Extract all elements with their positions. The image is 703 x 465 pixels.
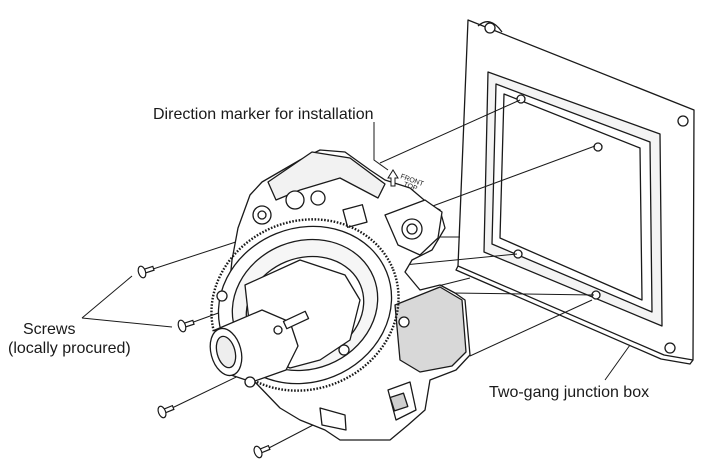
screw-line-4 bbox=[264, 423, 316, 451]
junction-box-opening bbox=[499, 93, 643, 301]
leader-screws-b bbox=[81, 317, 173, 328]
camera-lens-screw bbox=[273, 325, 283, 335]
camera-right-ear-hole-inner bbox=[406, 223, 418, 235]
screw-2 bbox=[177, 319, 195, 333]
screw-3 bbox=[157, 404, 175, 419]
leader-screws-a bbox=[81, 275, 133, 319]
screw-line-1 bbox=[149, 237, 249, 271]
camera-top-block bbox=[267, 151, 386, 201]
screws-sublabel: (locally procured) bbox=[8, 340, 131, 357]
camera-screw-b bbox=[398, 316, 410, 328]
screws-label: Screws bbox=[23, 321, 76, 338]
camera-lens-assembly bbox=[209, 309, 310, 383]
camera-base bbox=[209, 149, 471, 441]
camera-top-hole-2 bbox=[310, 190, 326, 206]
camera-lens-front-inner bbox=[215, 335, 237, 369]
leader-direction-marker bbox=[373, 122, 389, 171]
junction-box-hole-right bbox=[677, 115, 689, 127]
camera-screw-c bbox=[244, 376, 256, 388]
alignment-line-6 bbox=[469, 299, 593, 357]
leader-lines bbox=[81, 122, 631, 381]
junction-box-hole-top bbox=[484, 22, 496, 34]
camera-gear-ring-outer bbox=[210, 218, 400, 392]
junction-box-screw-1 bbox=[516, 94, 526, 104]
junction-box-hole-bottom bbox=[664, 342, 676, 354]
direction-arrow-icon bbox=[387, 169, 399, 187]
direction-marker-label: Direction marker for installation bbox=[153, 106, 374, 123]
camera-left-hole-inner bbox=[257, 210, 267, 220]
camera-connector bbox=[342, 204, 368, 228]
junction-box bbox=[455, 19, 695, 365]
direction-marker-top: TOP bbox=[402, 181, 418, 193]
junction-box-plate-edge bbox=[455, 265, 694, 365]
screw-4 bbox=[253, 444, 271, 459]
alignment-line-4 bbox=[451, 292, 595, 296]
alignment-line-2 bbox=[421, 145, 596, 211]
camera-side-shade bbox=[394, 286, 467, 373]
junction-box-tab-top bbox=[477, 21, 503, 33]
camera-top-hole-1 bbox=[285, 190, 305, 210]
camera-screw-d bbox=[216, 290, 228, 302]
camera-lens-lever bbox=[282, 310, 310, 330]
screws bbox=[137, 265, 271, 459]
camera-bottom-tab bbox=[319, 407, 347, 431]
alignment-line-1 bbox=[379, 99, 521, 164]
leader-junction-box bbox=[604, 344, 631, 381]
camera-terminal-grid bbox=[389, 392, 409, 412]
junction-box-screw-2 bbox=[593, 142, 603, 152]
camera-screw-a bbox=[338, 344, 350, 356]
junction-box-label: Two-gang junction box bbox=[489, 384, 650, 401]
alignment-line-3 bbox=[403, 253, 518, 266]
screw-1 bbox=[137, 265, 155, 279]
